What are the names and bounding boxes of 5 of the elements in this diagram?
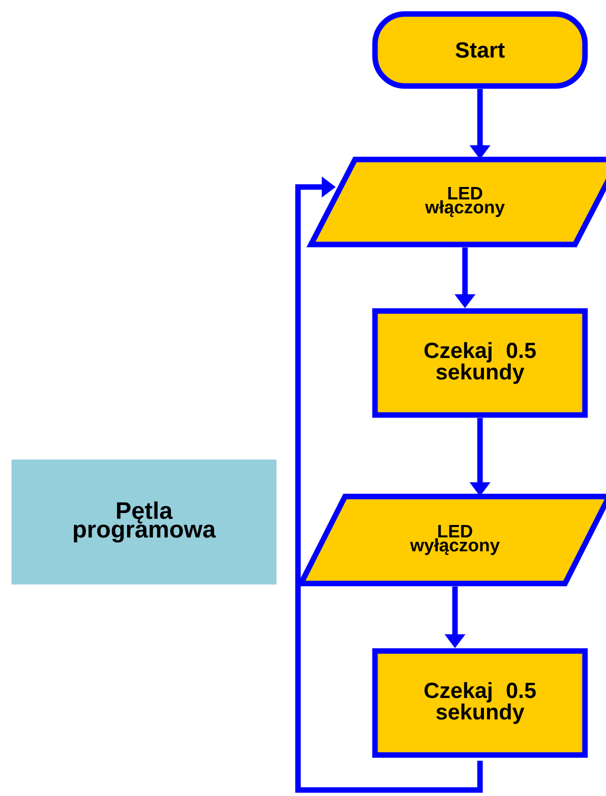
- note-box: Pętla programowa: [12, 460, 276, 584]
- process-box: Czekaj 0.5 sekundy: [372, 308, 588, 418]
- terminal-box: Start: [372, 11, 588, 89]
- arrow: [295, 176, 483, 793]
- process-box: Czekaj 0.5 sekundy: [372, 648, 588, 758]
